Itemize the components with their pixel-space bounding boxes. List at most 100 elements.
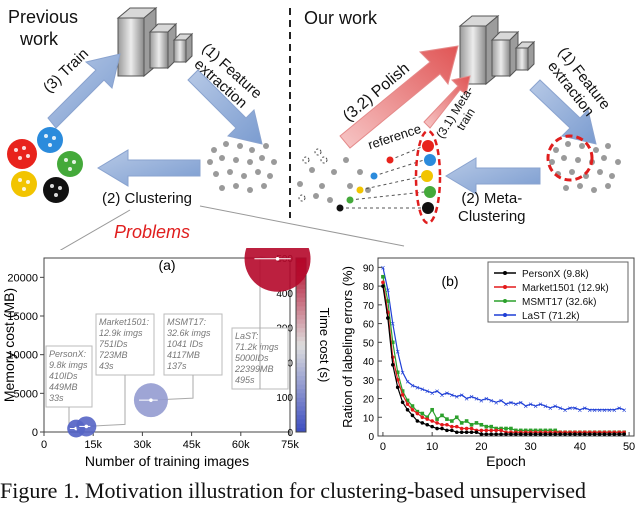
series-last-marker: × [548, 404, 553, 413]
series-msmt17-marker [410, 404, 415, 408]
y-tick-label-b: 50 [363, 338, 375, 349]
series-last-marker: × [450, 391, 455, 400]
colorbar-segment [296, 288, 306, 294]
colorbar-segment [296, 297, 306, 302]
series-market1501-marker [381, 280, 385, 285]
legend-box [487, 261, 629, 323]
series-last-marker: × [420, 385, 425, 394]
x-axis-label-b: Epoch [486, 453, 526, 469]
colorbar-segment [296, 358, 306, 363]
series-personx-marker [533, 432, 538, 436]
series-msmt17-marker [381, 274, 385, 279]
series-market1501-marker [415, 411, 420, 416]
y-axis-label-a: Memory cost (MB) [1, 288, 17, 402]
network-icon-right [458, 14, 536, 86]
series-personx-marker [469, 430, 474, 435]
colorbar-segment [296, 371, 306, 376]
colorbar-segment [296, 349, 306, 355]
y-tick-label-b: 10 [363, 413, 375, 424]
series-msmt17-marker [435, 417, 439, 421]
annotation-box-personx [45, 345, 93, 408]
y-tick-label-b: 40 [363, 357, 375, 368]
colorbar-tick-label: 100 [276, 393, 293, 404]
meta-hollow-points [298, 148, 328, 202]
series-msmt17-marker [514, 428, 518, 433]
series-last-marker: × [573, 404, 578, 413]
colorbar-segment [296, 353, 306, 359]
panel-label-a: (a) [158, 257, 175, 273]
arrow-feature-left [187, 69, 263, 145]
colorbar-segment [296, 379, 306, 385]
series-last-marker: × [440, 391, 445, 400]
colorbar-segment [296, 405, 306, 411]
bubble-center [149, 398, 153, 402]
series-personx-marker [430, 424, 434, 429]
series-last-marker: × [558, 404, 563, 413]
y-tick-label-a: 15000 [7, 311, 38, 323]
series-last-marker: × [400, 368, 405, 377]
series-msmt17-marker [543, 428, 548, 433]
series-market1501-marker [494, 428, 498, 433]
arrow-meta-train [423, 75, 471, 129]
series-msmt17-marker [400, 389, 405, 393]
y-tick-label-b: 70 [363, 301, 375, 312]
series-personx-marker [386, 316, 390, 320]
series-market1501-marker [469, 426, 474, 431]
series-last-marker: × [381, 263, 386, 272]
series-last-marker: × [489, 396, 494, 405]
series-market1501-marker [440, 422, 444, 427]
series-personx-marker [587, 432, 592, 436]
x-tick-label-a: 60k [232, 439, 250, 451]
colorbar-segment [296, 362, 306, 368]
series-last-marker: × [578, 406, 583, 415]
series-personx-marker [514, 432, 518, 436]
meta-clustering-line1: (2) Meta- [461, 190, 523, 207]
series-last-marker: × [607, 406, 612, 415]
series-personx-marker [563, 432, 567, 436]
series-personx-marker [489, 432, 494, 436]
series-personx-marker [568, 432, 572, 436]
series-msmt17-marker [440, 413, 444, 418]
annotation-text: 751IDs [99, 339, 128, 349]
series-personx-marker [509, 432, 513, 436]
y-tick-label-b: 20 [363, 395, 375, 406]
meta-points [297, 157, 371, 203]
series-msmt17-marker [464, 419, 469, 423]
series-msmt17-marker [484, 424, 489, 429]
colorbar-segment [296, 366, 306, 372]
colorbar-segment [296, 401, 306, 407]
series-last-marker: × [563, 406, 568, 415]
series-msmt17-marker [528, 428, 533, 433]
series-personx-marker [435, 426, 439, 431]
series-personx-marker [558, 432, 562, 436]
colorbar-segment [296, 345, 306, 350]
legend-entry: MSMT17 (32.6k) [522, 297, 596, 308]
series-last-marker: × [415, 383, 420, 392]
series-personx-marker [578, 432, 582, 436]
colorbar-segment [296, 305, 306, 311]
series-msmt17-marker [469, 422, 474, 427]
series-personx-marker [415, 419, 420, 423]
annotation-box-msmt17 [163, 313, 223, 376]
series-last-marker: × [386, 286, 391, 295]
y-tick-label-a: 20000 [7, 272, 38, 284]
series-personx-marker [617, 432, 622, 436]
zoom-line-right [199, 205, 405, 247]
colorbar-segment [296, 310, 306, 316]
colorbar-segment [296, 336, 306, 342]
series-msmt17-marker [533, 428, 538, 433]
colorbar-segment [296, 384, 306, 389]
x-tick-label-a: 30k [134, 439, 152, 451]
series-personx-marker [400, 400, 405, 405]
series-last-marker: × [494, 398, 499, 407]
zoom-line-left [59, 209, 131, 250]
series-last-marker: × [622, 406, 627, 415]
series-msmt17-marker [548, 428, 553, 433]
annotation-text: PersonX: [49, 349, 87, 359]
legend-marker [503, 299, 507, 303]
series-market1501-marker [479, 428, 484, 433]
annotation-text: 32.6k imgs [167, 328, 211, 338]
series-personx-marker [622, 432, 626, 436]
series-market1501-marker [445, 422, 449, 427]
series-personx-marker [464, 430, 469, 435]
